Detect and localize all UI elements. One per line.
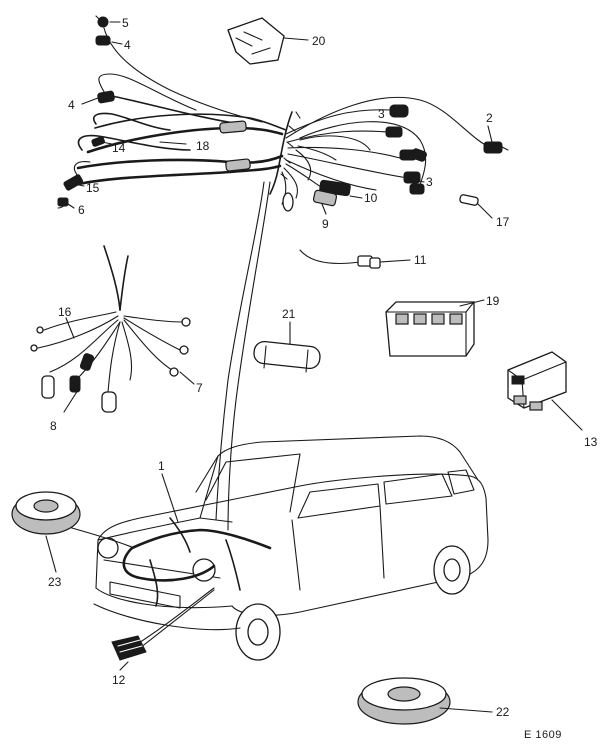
- callout-4-upper: 4: [124, 38, 131, 52]
- plug-9: [312, 189, 338, 207]
- callout-21: 21: [282, 307, 296, 321]
- figure-reference: E 1609: [524, 729, 562, 741]
- callout-8: 8: [50, 419, 57, 433]
- callout-14: 14: [112, 141, 126, 155]
- grommet-23: [11, 491, 81, 535]
- bulb-holder-4-left: [97, 90, 115, 104]
- main-harness: [57, 27, 493, 531]
- callout-4-left: 4: [68, 98, 75, 112]
- connector-15: [57, 174, 84, 207]
- callout-18: 18: [196, 139, 210, 153]
- grommet-22: [357, 677, 451, 725]
- callout-15: 15: [86, 181, 100, 195]
- car-outline: [93, 435, 489, 661]
- bulb-holders-3-upper: [385, 104, 417, 161]
- bulb-holder-4-upper: [95, 35, 111, 46]
- callout-5: 5: [122, 16, 129, 30]
- rear-harness: [30, 245, 191, 413]
- fuse-box-19: [385, 301, 475, 357]
- cap-17: [459, 194, 479, 206]
- callout-10: 10: [364, 191, 378, 205]
- car-harness: [71, 517, 272, 651]
- callout-23: 23: [48, 575, 62, 589]
- callout-20: 20: [312, 34, 326, 48]
- relay-bracket-20: [227, 17, 285, 65]
- connector-block-12: [111, 635, 147, 661]
- callout-16: 16: [58, 305, 72, 319]
- callout-13: 13: [584, 435, 598, 449]
- callout-3-upper: 3: [378, 107, 385, 121]
- callout-9: 9: [322, 217, 329, 231]
- callout-22: 22: [496, 705, 510, 719]
- callout-6: 6: [78, 203, 85, 217]
- callout-1: 1: [158, 459, 165, 473]
- callout-7: 7: [196, 381, 203, 395]
- callout-19: 19: [486, 294, 500, 308]
- bulb-holders-3-lower: [403, 148, 427, 195]
- fuse-21: [253, 340, 321, 373]
- relay-13: [507, 351, 567, 411]
- callout-2: 2: [486, 111, 493, 125]
- callout-12: 12: [112, 673, 126, 687]
- bulb-holder-5: [95, 15, 109, 28]
- callout-labels: 5 4 4 20 3 2 3 18 14 15 6 10 9 17 11 21 …: [48, 16, 598, 719]
- callout-leaders: [45, 21, 583, 713]
- leader-12: [139, 589, 215, 649]
- connector-14: [91, 136, 105, 147]
- sleeve-harness-left: [282, 192, 294, 212]
- lead-11: [299, 249, 381, 269]
- callout-17: 17: [496, 215, 510, 229]
- callout-3-lower: 3: [426, 175, 433, 189]
- connector-2: [483, 141, 509, 154]
- callout-11: 11: [414, 253, 427, 267]
